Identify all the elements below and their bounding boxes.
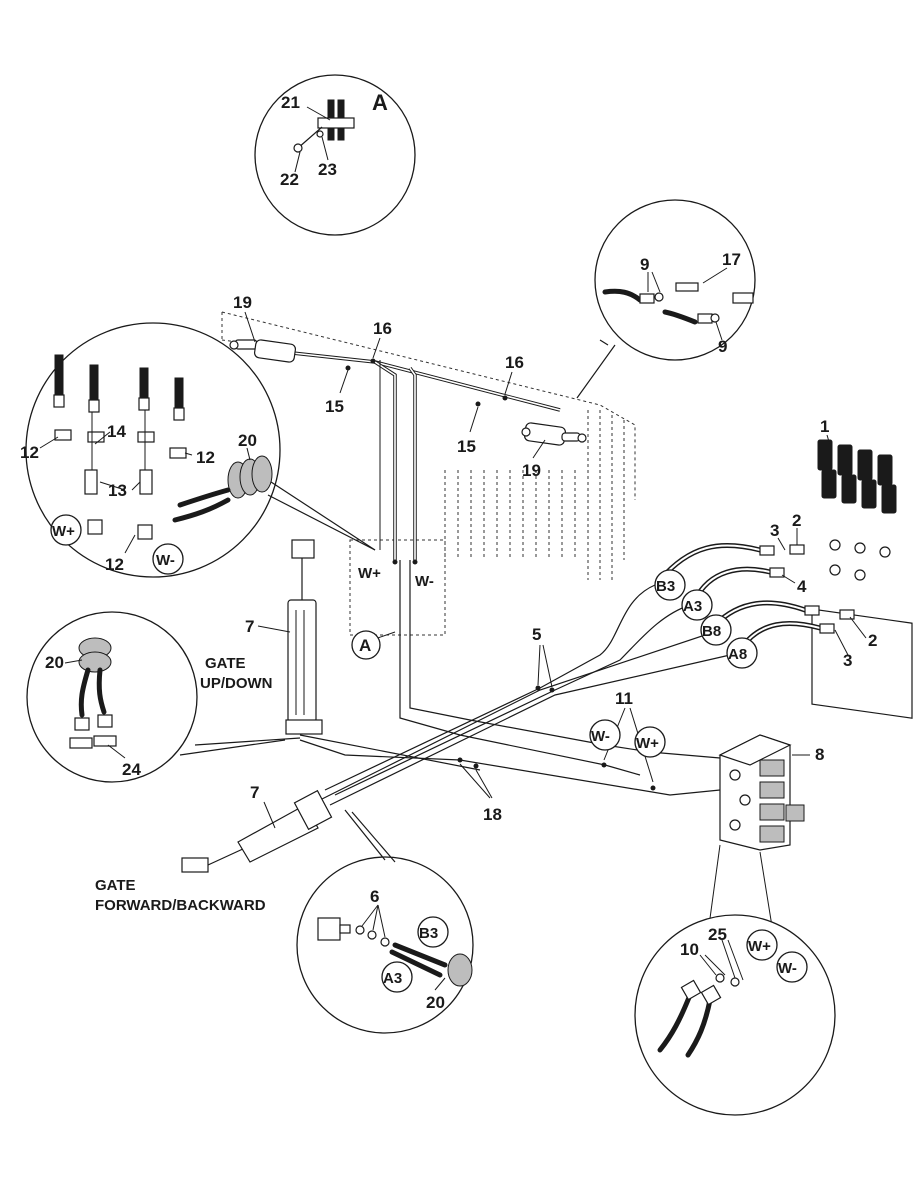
main-number-labels: 19 16 15 16 15 19 5 11 8 18 W+ W- [233,293,824,824]
svg-text:A: A [359,636,371,655]
tag-wminus-left: W- [156,552,175,569]
tag-wplus: W+ [636,735,659,752]
valve-labels: 1 3 2 4 2 3 [770,417,877,670]
detail-a-circle: 21 22 23 A [254,74,416,236]
grille-pattern [444,410,625,580]
label-15-left: 15 [325,397,344,416]
label-19-left: 19 [233,293,252,312]
label-9-top: 9 [640,255,649,274]
detail-gate-hose-circle: 20 24 [26,611,301,783]
detail-fittings-circle: 9 17 9 [576,199,756,399]
label-6: 6 [370,887,379,906]
gate-fb-cylinder: 7 GATE FORWARD/BACKWARD [95,783,333,914]
detail-manifold-hose-circle: 10 25 W+ W- [634,914,836,1116]
label-22: 22 [280,170,299,189]
label-16-right: 16 [505,353,524,372]
label-4: 4 [797,577,807,596]
label-1: 1 [820,417,829,436]
gate-updown-cylinder: 7 GATE UP/DOWN [200,539,323,735]
tag-wplus-left: W+ [52,523,75,540]
label-5: 5 [532,625,541,644]
tag-b8: B8 [702,623,721,640]
tag-a3: A3 [683,598,702,615]
gate-fb-line1: GATE [95,877,136,894]
label-12-c: 12 [105,555,124,574]
label-3-top: 3 [770,521,779,540]
main-leaders [244,311,810,799]
dashed-frame [221,311,636,636]
label-12-a: 12 [20,443,39,462]
label-18: 18 [483,805,502,824]
tag-a8: A8 [728,646,747,663]
label-16-left: 16 [373,319,392,338]
label-2-right: 2 [868,631,877,650]
detail-manifold-fittings-circle [25,322,376,578]
tag-wminus: W- [591,728,610,745]
tag-b3: B3 [656,578,675,595]
label-24: 24 [122,760,141,779]
tube-dots [345,358,656,791]
label-20-gate: 20 [45,653,64,672]
gate-updown-line2: UP/DOWN [200,675,273,692]
label-12-b: 12 [196,448,215,467]
valve-block [811,434,913,719]
label-14: 14 [107,422,126,441]
label-13: 13 [108,481,127,500]
tag-wminus-bottom: W- [778,960,797,977]
label-20-bottom: 20 [426,993,445,1012]
tag-b3-bottom: B3 [419,925,438,942]
label-wminus-main: W- [415,573,434,590]
cylinder-19-left [229,339,297,363]
label-9-bottom: 9 [718,337,727,356]
manifold-block [704,734,805,956]
label-7-upper: 7 [245,617,254,636]
label-25: 25 [708,925,727,944]
label-wplus-main: W+ [358,565,381,582]
cylinder-19-right [521,422,587,446]
label-17: 17 [722,250,741,269]
label-21: 21 [281,93,300,112]
label-23: 23 [318,160,337,179]
label-8: 8 [815,745,824,764]
label-2-top: 2 [792,511,801,530]
label-20-left: 20 [238,431,257,450]
gate-updown-line1: GATE [205,655,246,672]
label-10: 10 [680,940,699,959]
label-11: 11 [615,689,633,708]
tag-a3-bottom: A3 [383,970,402,987]
port-tags: B3 A3 B8 A8 W- W+ [589,569,758,758]
detail-gate-fb-circle: 6 B3 A3 20 [296,809,474,1034]
label-19-right: 19 [522,461,541,480]
label-3-right: 3 [843,651,852,670]
detail-left-labels: 12 14 12 13 12 20 W+ W- [20,422,257,575]
detail-a-letter: A [372,90,388,115]
label-15-right: 15 [457,437,476,456]
gate-fb-line2: FORWARD/BACKWARD [95,897,266,914]
tag-wplus-bottom: W+ [748,938,771,955]
detail-a-reference-tag: A [351,630,381,660]
label-7-lower: 7 [250,783,259,802]
